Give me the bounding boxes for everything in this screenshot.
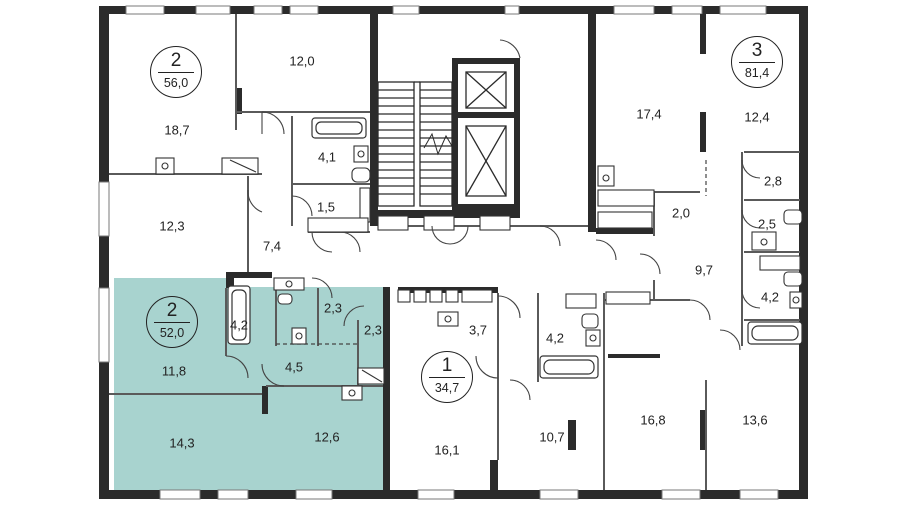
staircase <box>377 81 453 207</box>
room-area-a52-kitchen: 12,6 <box>314 429 340 445</box>
room-area-a56-kitchen: 12,3 <box>159 218 185 234</box>
room-area-a81-bed3: 13,6 <box>742 412 768 428</box>
badge-divider <box>154 322 190 323</box>
room-area-a56-hall: 7,4 <box>262 238 282 254</box>
apartment-rooms: 2 <box>170 50 182 71</box>
room-area-a34-bath: 4,2 <box>545 330 565 346</box>
room-area-a34-kitchen: 10,7 <box>539 429 565 445</box>
room-area-a81-bed2: 16,8 <box>640 412 666 428</box>
windows <box>98 5 779 500</box>
room-area-a81-bath: 4,2 <box>760 289 780 305</box>
dashed-lines <box>276 160 707 345</box>
fixtures <box>155 145 803 401</box>
apartment-badge-34: 1 34,7 <box>421 351 473 403</box>
apartment-rooms: 1 <box>441 355 453 376</box>
apartment-area: 56,0 <box>163 76 189 90</box>
badge-divider <box>429 377 465 378</box>
room-area-a52-store1: 2,3 <box>323 300 343 316</box>
bathtubs <box>227 117 803 379</box>
badge-divider <box>158 72 194 73</box>
room-area-a56-wc: 1,5 <box>316 199 336 215</box>
apartment-badge-52: 2 52,0 <box>146 296 198 348</box>
doors <box>225 39 761 401</box>
room-area-a81-hall: 9,7 <box>694 262 714 278</box>
room-area-a56-living: 18,7 <box>164 122 190 138</box>
room-area-a52-store2: 2,3 <box>363 322 383 338</box>
room-area-a52-living: 11,8 <box>161 363 187 379</box>
apartment-badge-81: 3 81,4 <box>731 36 783 88</box>
room-area-a81-store: 2,8 <box>763 173 783 189</box>
room-area-a52-hall: 4,5 <box>284 359 304 375</box>
room-area-a56-bed: 12,0 <box>289 53 315 69</box>
room-area-a81-bed: 12,4 <box>744 109 770 125</box>
elevators <box>465 71 507 197</box>
apartment-area: 52,0 <box>159 326 185 340</box>
room-area-a34-living: 16,1 <box>434 442 460 458</box>
apartment-area: 81,4 <box>744 66 770 80</box>
badge-divider <box>739 62 775 63</box>
room-area-a81-closet: 2,0 <box>671 205 691 221</box>
room-area-a52-bed: 14,3 <box>169 435 195 451</box>
room-area-a81-wc: 2,5 <box>757 216 777 232</box>
room-area-a56-bath: 4,1 <box>317 149 337 165</box>
room-area-a34-hall: 3,7 <box>468 322 488 338</box>
apartment-badge-56: 2 56,0 <box>150 46 202 98</box>
room-area-a81-living: 17,4 <box>636 106 662 122</box>
apartment-area: 34,7 <box>434 381 460 395</box>
room-area-a52-bath: 4,2 <box>229 317 249 333</box>
apartment-rooms: 3 <box>751 40 763 61</box>
apartment-rooms: 2 <box>166 300 178 321</box>
